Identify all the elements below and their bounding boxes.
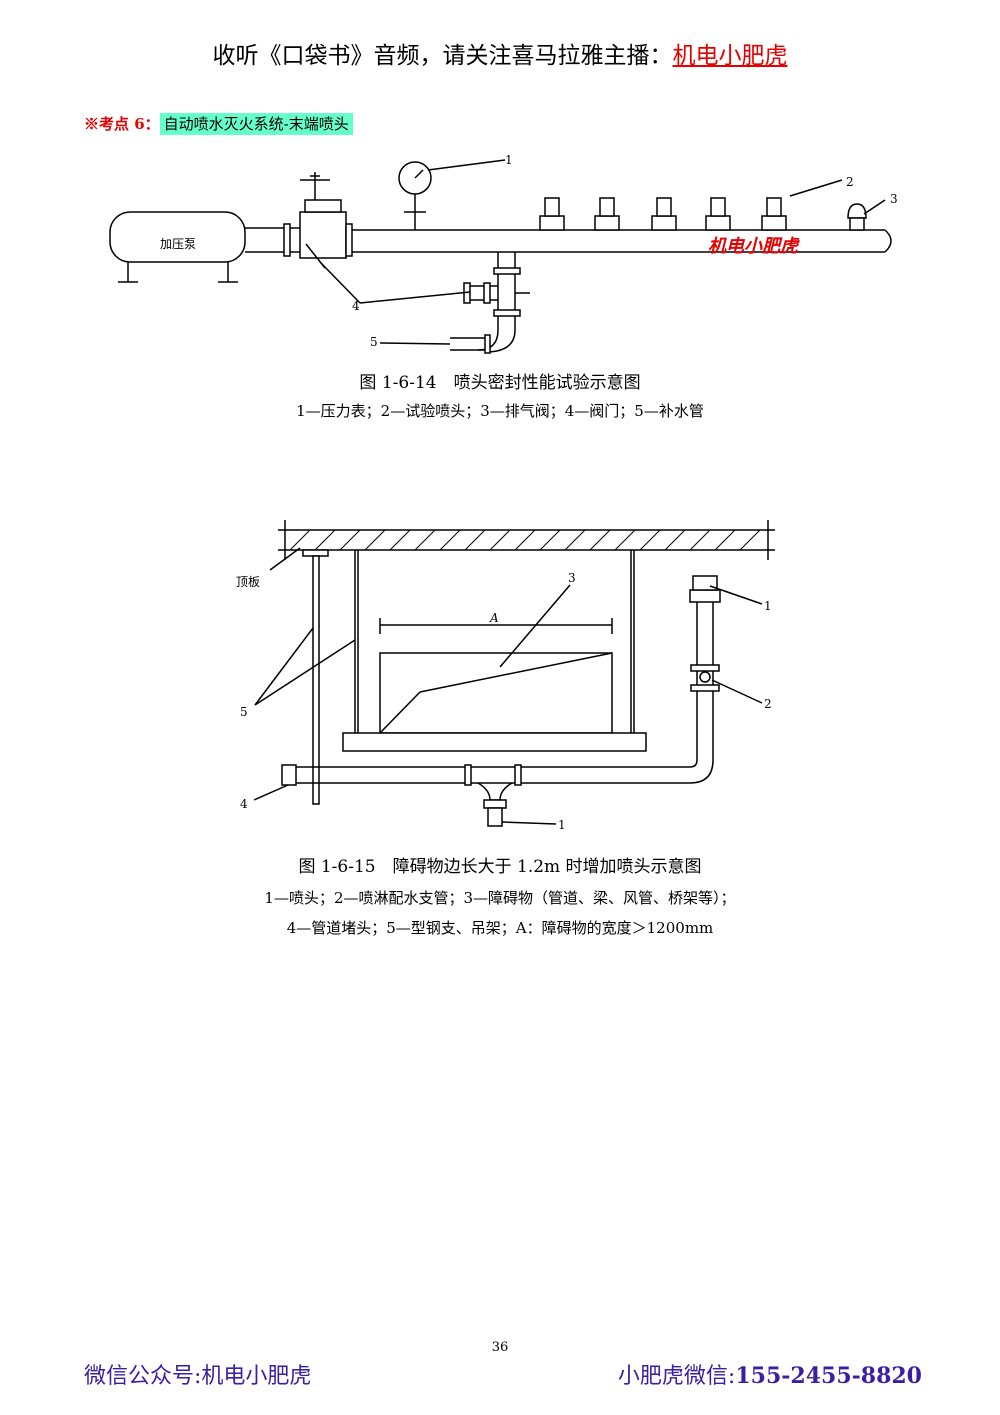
figure1-legend: 1—压力表；2—试验喷头；3—排气阀；4—阀门；5—补水管 — [296, 402, 704, 420]
footer-contact-number: 155-2455-8820 — [735, 1363, 922, 1389]
figure2-legend-line2: 4—管道堵头；5—型钢支、吊架；A：障碍物的宽度＞1200mm — [286, 919, 714, 937]
figure2-caption: 图 1-6-15 障碍物边长大于 1.2m 时增加喷头示意图 — [298, 857, 702, 877]
page-number: 36 — [491, 1340, 509, 1355]
watermark: 机电小肥虎 — [708, 236, 801, 257]
obstruction — [379, 652, 613, 734]
figure1-caption: 图 1-6-14 喷头密封性能试验示意图 — [359, 373, 641, 393]
figure2-legend-line1: 1—喷头；2—喷淋配水支管；3—障碍物（管道、梁、风管、桥架等）； — [264, 889, 736, 907]
footer-contact-prefix: 小肥虎微信: — [617, 1364, 736, 1389]
gate-valve — [299, 211, 347, 259]
exam-point-heading: ※考点 6：自动喷水灭火系统-末端喷头 — [84, 113, 353, 135]
fig2-callout-3: 3 — [568, 571, 576, 585]
callout-2: 2 — [846, 175, 854, 189]
footer-wechat-account: 微信公众号:机电小肥虎 — [84, 1364, 312, 1389]
fig2-callout-2: 2 — [764, 697, 772, 711]
ceiling-label: 顶板 — [236, 575, 260, 589]
header-prefix: 收听《口袋书》音频，请关注喜马拉雅主播： — [212, 43, 673, 69]
figure-obstruction-sprinkler — [253, 520, 775, 827]
fig2-callout-1-top: 1 — [764, 599, 772, 613]
footer-wechat-contact: 小肥虎微信:155-2455-8820 — [618, 1358, 922, 1390]
callout-1: 1 — [505, 153, 513, 167]
exam-point-topic: 自动喷水灭火系统-末端喷头 — [159, 113, 353, 135]
steel-support — [312, 555, 320, 805]
fig2-callout-5: 5 — [240, 705, 248, 719]
pump-tank — [109, 211, 246, 263]
header-host-link[interactable]: 机电小肥虎 — [672, 43, 788, 69]
callout-4: 4 — [352, 299, 360, 313]
test-sprinkler-row — [539, 197, 787, 231]
sprinkler-pendant — [487, 807, 503, 827]
fig2-callout-1-bottom: 1 — [558, 818, 566, 832]
exam-point-label: ※考点 6： — [84, 115, 160, 133]
callout-3: 3 — [890, 192, 898, 206]
callout-5: 5 — [370, 335, 378, 349]
page-header: 收听《口袋书》音频，请关注喜马拉雅主播：机电小肥虎 — [0, 36, 1000, 70]
pump-label: 加压泵 — [160, 237, 196, 251]
air-release-valve — [847, 203, 867, 219]
fig2-callout-4: 4 — [240, 797, 248, 811]
pipe-end-cap — [281, 764, 297, 786]
dimension-a-label: A — [489, 611, 499, 625]
